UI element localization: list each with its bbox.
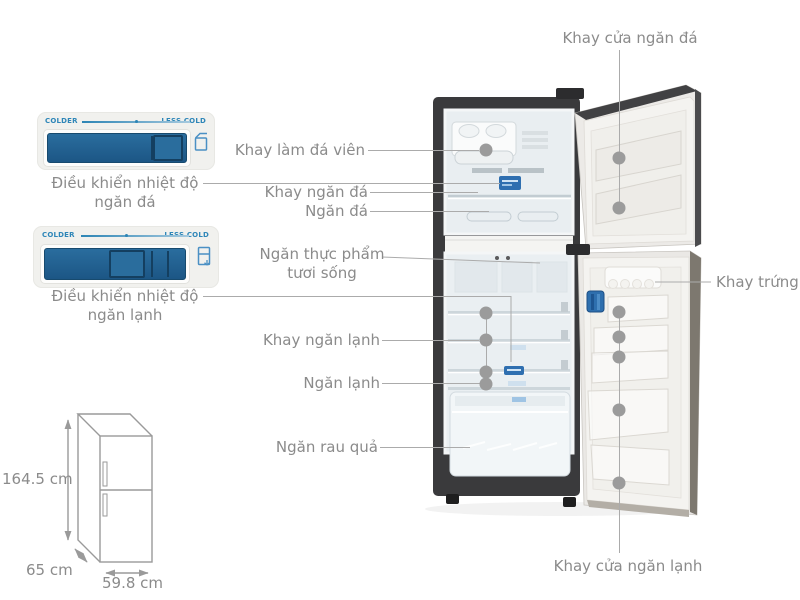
callout-dot [479,377,493,391]
callout-label-fridge-compartment: Ngăn lạnh [303,374,380,392]
ice-tray-icon [194,132,208,151]
scale-marker [135,120,138,123]
bottle-clamp [586,290,605,313]
callout-dots [479,143,626,490]
colder-label: COLDER [42,231,75,239]
callout-label-fridge-door-tray: Khay cửa ngăn lạnh [553,557,703,575]
fridge-door-bin [587,388,669,441]
callout-label-egg-tray: Khay trứng [716,273,799,291]
freezer-temp-label-line1: Điều khiển nhiệt độ [51,174,199,192]
callout-dot [479,143,493,157]
dimension-depth-label: 65 cm [26,561,73,579]
callout-dot [612,201,626,215]
callout-dot [612,350,626,364]
scale-marker [125,234,128,237]
depth-arrow [74,548,88,563]
callout-line-fridge-temp [203,296,512,362]
callout-label-fresh-food-line1: Ngăn thực phẩm [259,245,385,263]
callout-dot [479,333,493,347]
compartment-divider [445,236,573,253]
freezer-temp-panel: COLDER LESS COLD [37,112,215,170]
dimension-height-label: 164.5 cm [2,470,73,488]
fridge-door-bin [590,444,670,486]
callout-dot [612,403,626,417]
freezer-temp-label: Điều khiển nhiệt độ ngăn đá [40,174,210,212]
fridge-shelf [448,387,570,390]
callout-label-freezer-door-tray: Khay cửa ngăn đá [562,29,698,47]
fridge-temp-label-line1: Điều khiển nhiệt độ [51,287,199,305]
dim-box-side [77,414,101,563]
callout-dot [612,476,626,490]
callout-label-ice-maker-tray: Khay làm đá viên [234,141,365,159]
dim-box-handle [102,461,108,487]
callout-label-fridge-tray: Khay ngăn lạnh [262,331,380,349]
fridge-door-bin [593,324,669,356]
callout-label-fresh-food-line2: tươi sống [287,264,357,282]
dim-box-front [99,435,153,563]
middle-hinge [566,244,590,255]
fridge-door-open [577,250,702,517]
slider-knob [153,135,183,161]
fridge-temp-label-line2: ngăn lạnh [87,306,163,324]
scale-line [81,235,189,237]
freezer-temp-label-line2: ngăn đá [94,193,156,211]
freezer-compartment [443,108,575,236]
fridge-temp-panel: COLDER LESS COLD [33,226,219,288]
vegetable-drawer [449,391,571,477]
front-foot [446,494,459,504]
fridge-door-bin [591,350,669,384]
freezer-vent [517,211,559,222]
dimension-width-label: 59.8 cm [102,574,164,592]
callout-label-vegetable-drawer: Ngăn rau quả [275,438,378,456]
freezer-door-bin [595,130,682,182]
rear-foot [563,497,576,507]
dim-box-handle [102,493,108,517]
callout-label-freezer-compartment: Ngăn đá [305,202,368,220]
top-hinge [556,88,584,99]
callout-label-freezer-tray: Khay ngăn đá [264,183,368,201]
dimension-diagram [64,413,153,577]
callout-dot [479,365,493,379]
colder-label: COLDER [45,117,78,125]
callout-line-fresh-food [381,256,541,264]
fridge-temp-label: Điều khiển nhiệt độ ngăn lạnh [40,287,210,325]
callout-dot [612,151,626,165]
freezer-temp-slider [43,129,191,167]
fridge-temp-slider [40,244,190,284]
callout-dot [479,306,493,320]
fridge-icon [197,246,211,266]
fridge-shelf [448,339,570,342]
freezer-door-open [574,84,702,250]
fridge-shelf [448,311,570,314]
dim-box-top [76,413,153,437]
freezer-temp-control [499,176,521,190]
slider-knob [109,250,145,278]
callout-label-fresh-food: Ngăn thực phẩm tươi sống [252,245,392,283]
callout-dot [612,330,626,344]
callout-dot [612,305,626,319]
